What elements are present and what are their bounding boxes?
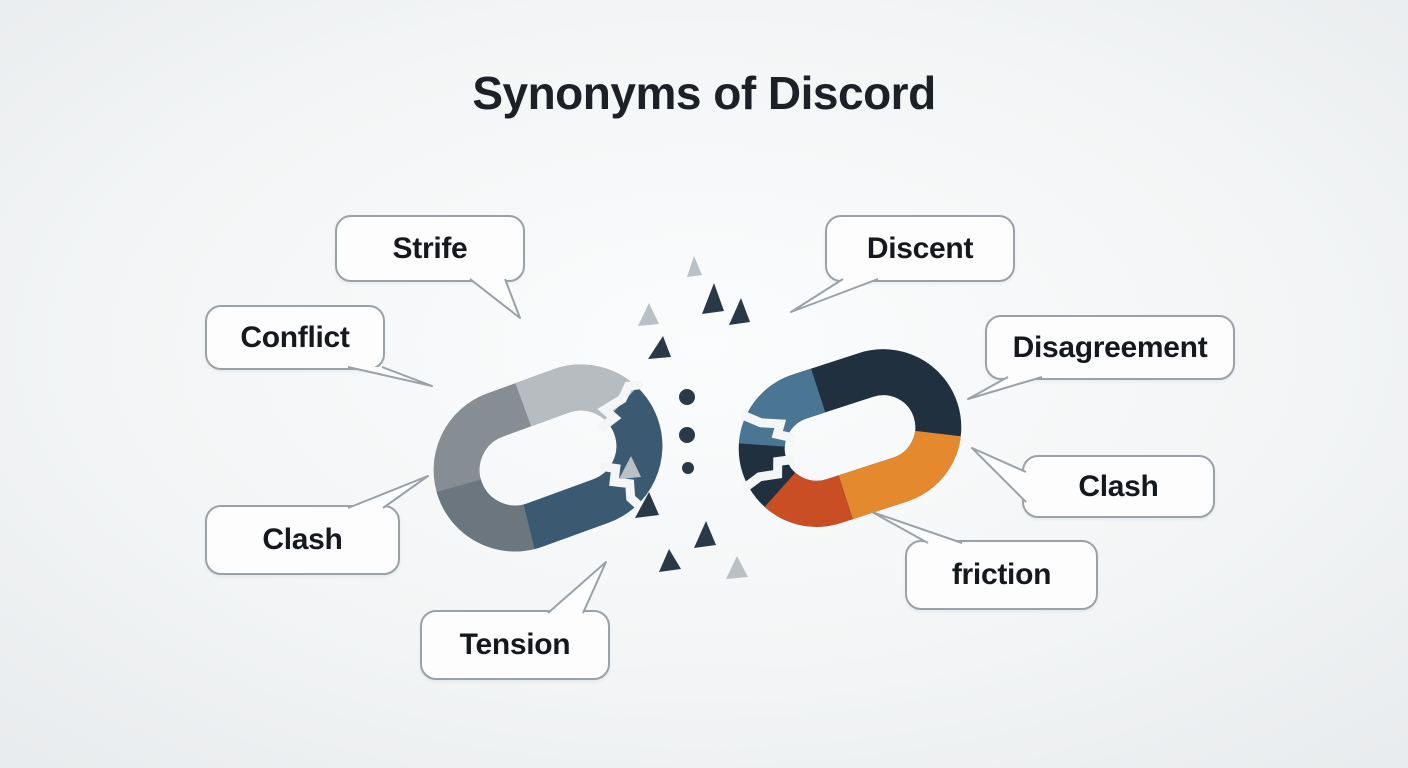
right-chain-link: [738, 349, 962, 527]
burst-shard: [635, 492, 659, 518]
bubble-strife-label: Strife: [392, 231, 468, 265]
bubble-clash-left-label: Clash: [262, 523, 343, 556]
burst-shard: [687, 256, 702, 277]
burst-shard: [638, 303, 659, 326]
left-link-dark-segment: [433, 364, 663, 552]
burst-shard: [619, 456, 641, 479]
right-link-orange-segment: [738, 349, 962, 527]
burst-dot: [682, 462, 694, 474]
page-title: Synonyms of Discord: [472, 67, 936, 119]
bubble-strife: Strife: [335, 215, 525, 282]
crack-line: [741, 454, 795, 492]
bubble-discent: Discent: [825, 215, 1015, 282]
bubble-friction: friction: [905, 540, 1098, 610]
bubble-tension: Tension: [420, 610, 610, 680]
bubble-disagreement: Disagreement: [985, 315, 1235, 380]
bubble-clash-right-label: Clash: [1078, 469, 1159, 503]
bubble-tension-label: Tension: [459, 628, 571, 661]
bubble-clash-left: Clash: [205, 505, 400, 575]
bubble-conflict: Conflict: [205, 305, 385, 370]
burst-dot: [679, 389, 695, 405]
burst-shard: [659, 549, 681, 572]
bubble-clash-right: Clash: [1022, 455, 1215, 518]
left-link-light-segment: [433, 364, 663, 552]
left-chain-link: [433, 364, 663, 552]
bubble-conflict-label: Conflict: [240, 320, 350, 354]
burst-shard: [694, 521, 716, 548]
crack-line: [600, 461, 645, 512]
bubble-discent-label: Discent: [866, 231, 974, 265]
bubble-disagreement-label: Disagreement: [1012, 330, 1208, 364]
burst-dot: [679, 427, 695, 443]
crack-line: [740, 410, 796, 443]
burst-shard: [648, 336, 671, 359]
burst-shard: [726, 556, 748, 579]
bubble-friction-label: friction: [951, 558, 1052, 591]
burst-shard: [702, 283, 724, 314]
crack-line: [597, 380, 643, 432]
burst-shard: [729, 298, 750, 325]
left-link-mid-segment: [433, 364, 663, 552]
